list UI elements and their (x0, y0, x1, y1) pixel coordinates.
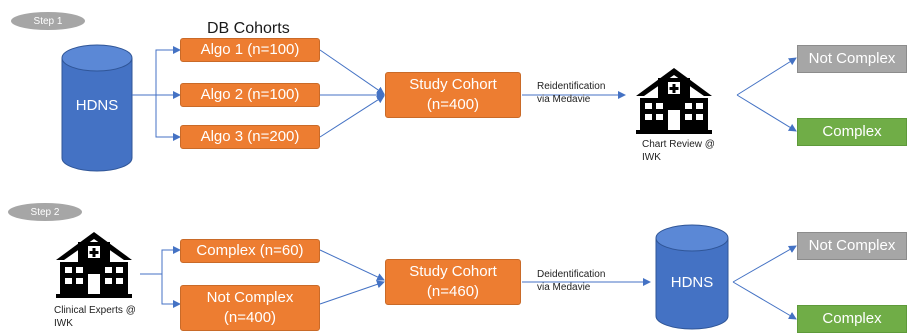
connector-algo1-cohort (319, 49, 385, 95)
not-complex-outcome-step2: Not Complex (797, 232, 907, 260)
algo-3-box: Algo 3 (n=200) (180, 125, 320, 149)
study-cohort-step2: Study Cohort (n=460) (385, 259, 521, 305)
deidentification-label: Deidentification via Medavie (537, 269, 606, 293)
complex-outcome-step1: Complex (797, 118, 907, 146)
step1-pill: Step 1 (11, 12, 85, 30)
study-cohort-step1: Study Cohort (n=400) (385, 72, 521, 118)
not-complex-outcome-step1: Not Complex (797, 45, 907, 73)
chart-review-label: Chart Review @ IWK (642, 139, 715, 163)
complex-outcome-step2: Complex (797, 305, 907, 333)
connector-hdns-not-complex (732, 245, 797, 283)
hdns-database-step2 (655, 224, 729, 330)
connector-experts-not-complex (140, 273, 181, 308)
clinical-experts-label: Clinical Experts @ IWK (54, 305, 136, 329)
step2-connectors (140, 245, 797, 320)
connector-algo3-cohort (319, 95, 385, 138)
complex-group-box: Complex (n=60) (180, 239, 320, 263)
hdns-database-step2-label: HDNS (670, 273, 714, 291)
hdns-database-label: HDNS (75, 96, 119, 114)
connector-hdns-complex (732, 281, 797, 320)
connector-hdns-algo1 (132, 46, 181, 96)
connector-review-not-complex (736, 57, 797, 96)
not-complex-group-box: Not Complex (n=400) (180, 285, 320, 331)
hdns-database-step1 (61, 44, 133, 172)
connector-complex-cohort (319, 249, 385, 281)
step2-pill: Step 2 (8, 203, 82, 221)
connector-review-complex (736, 94, 797, 132)
connector-hdns-algo3 (132, 94, 181, 141)
step1-connectors (132, 46, 797, 141)
algo-1-box: Algo 1 (n=100) (180, 38, 320, 62)
algo-2-box: Algo 2 (n=100) (180, 83, 320, 107)
connector-not-complex-cohort (319, 280, 385, 305)
db-cohorts-heading: DB Cohorts (207, 20, 290, 37)
hospital-icon (636, 68, 712, 134)
reidentification-label: Reidentification via Medavie (537, 81, 606, 105)
hospital-icon (56, 232, 132, 298)
connector-experts-complex (140, 246, 181, 275)
